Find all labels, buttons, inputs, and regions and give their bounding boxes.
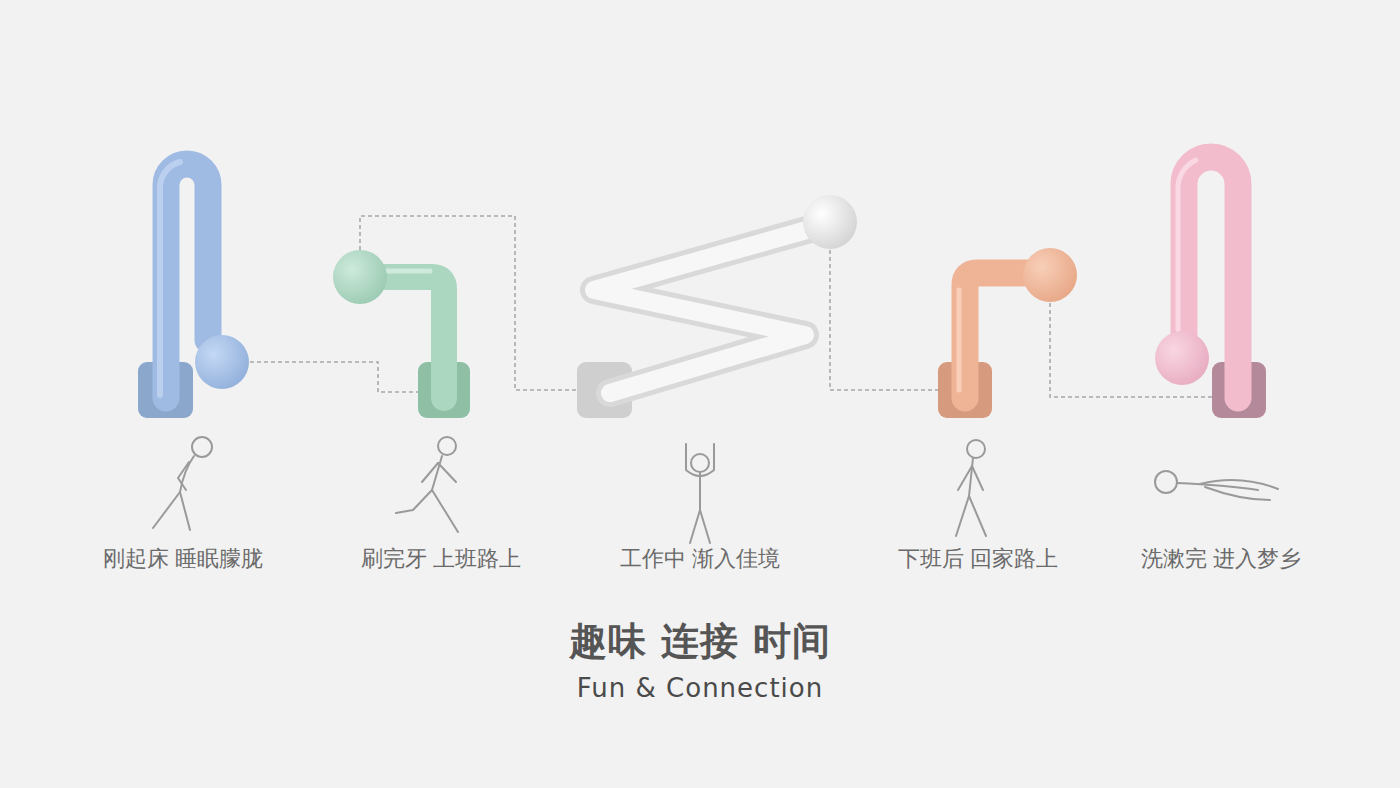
subtitle: Fun & Connection bbox=[0, 673, 1400, 703]
stage-caption: 工作中 渐入佳境 bbox=[620, 545, 781, 573]
sleepy-figure bbox=[153, 437, 212, 530]
blue-tube bbox=[138, 162, 249, 418]
stage-node: 工作中 渐入佳境 bbox=[577, 190, 858, 577]
standing-figure bbox=[956, 440, 986, 536]
main-title: 趣味 连接 时间 bbox=[0, 616, 1400, 667]
stage-caption: 刚起床 睡眠朦胧 bbox=[103, 545, 264, 573]
stage-node: 刷完牙 上班路上 bbox=[333, 244, 528, 577]
stage-node: 洗漱完 进入梦乡 bbox=[1135, 146, 1308, 577]
pink-tube bbox=[1155, 157, 1266, 418]
white-tube bbox=[577, 195, 857, 418]
stage-caption: 刷完牙 上班路上 bbox=[361, 545, 522, 573]
green-tube bbox=[333, 250, 470, 418]
dashed-connector bbox=[830, 250, 938, 390]
stage-caption: 下班后 回家路上 bbox=[898, 545, 1059, 573]
orange-tube bbox=[938, 248, 1077, 418]
cheering-figure bbox=[686, 444, 714, 543]
stage-node: 刚起床 睡眠朦胧 bbox=[97, 146, 270, 577]
stage-caption: 洗漱完 进入梦乡 bbox=[1141, 545, 1302, 573]
walking-figure bbox=[396, 437, 458, 532]
lying-figure bbox=[1155, 471, 1278, 500]
dashed-connector bbox=[360, 216, 577, 390]
dashed-connector bbox=[250, 362, 418, 392]
stage-node: 下班后 回家路上 bbox=[892, 243, 1078, 577]
